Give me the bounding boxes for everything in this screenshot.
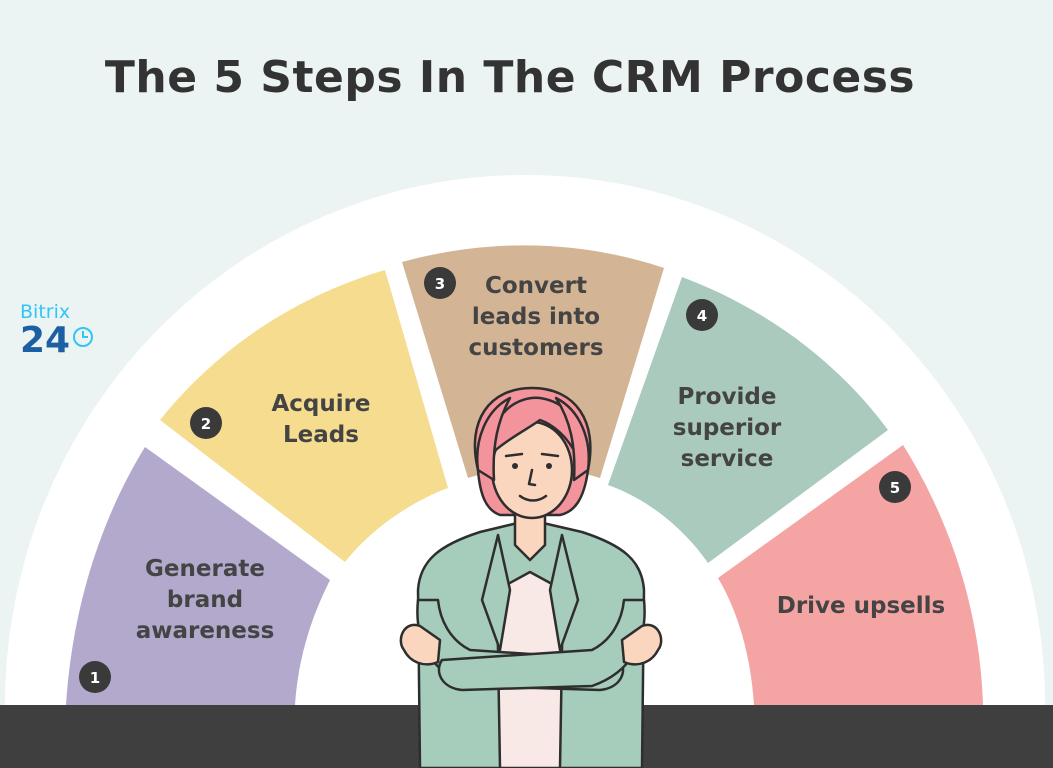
step-5-number: 5 [890,479,900,497]
step-1-label-line-1: Generate [145,556,265,582]
step-5-segment [718,445,983,705]
step-2-number: 2 [201,415,211,433]
step-2-segment [160,270,448,562]
step-4-number: 4 [697,307,707,325]
step-2-label-line-1: Acquire [271,391,370,417]
step-3-label-line-1: Convert [485,273,587,299]
step-4-label-line-2: superior [673,415,782,441]
step-1-label-line-3: awareness [136,618,275,644]
step-2-badge: 2 [190,407,222,439]
step-5-badge: 5 [879,471,911,503]
bitrix24-logo: Bitrix 24 [20,301,94,361]
step-1-number: 1 [90,669,100,687]
logo-number: 24 [20,320,71,361]
step-3-label-line-3: customers [468,335,603,361]
step-4-label-line-1: Provide [678,384,777,410]
step-4-badge: 4 [686,299,718,331]
step-3-number: 3 [435,275,445,293]
step-5-label-line-1: Drive upsells [777,593,946,619]
step-2-label-line-2: Leads [283,422,359,448]
step-3-segment [402,245,664,478]
woman-illustration [399,386,663,768]
step-1-label-line-2: brand [167,587,243,613]
logo-text-bottom: 24 [20,320,94,361]
page-title: The 5 Steps In The CRM Process [104,52,916,103]
step-3-badge: 3 [424,267,456,299]
logo-text-top: Bitrix [20,301,71,323]
step-1-badge: 1 [79,661,111,693]
step-3-label-line-2: leads into [472,304,600,330]
clock-icon [73,327,94,347]
step-1-segment [66,447,330,705]
step-4-segment [608,277,888,563]
step-4-label-line-3: service [681,446,774,472]
